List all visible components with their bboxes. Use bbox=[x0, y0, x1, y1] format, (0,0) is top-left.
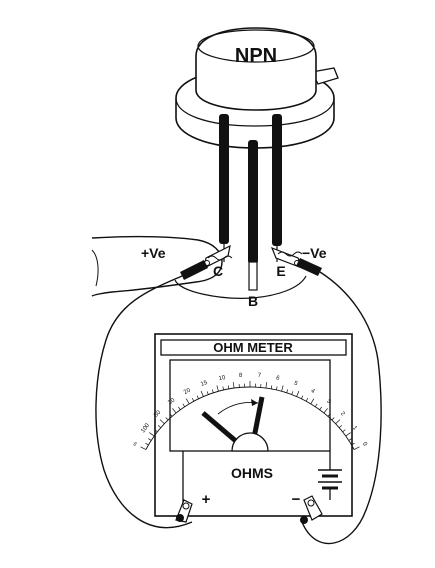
meter-scale-tick bbox=[148, 438, 152, 441]
transistor-leads bbox=[219, 114, 282, 291]
positive-clip bbox=[180, 244, 233, 280]
meter-scale-tick bbox=[310, 398, 315, 405]
meter-title-bar bbox=[160, 339, 347, 356]
meter-scale-tick bbox=[270, 385, 273, 389]
minus-terminal-label: − bbox=[292, 491, 301, 508]
meter-scale-tick bbox=[149, 432, 155, 437]
transistor-body: NPN bbox=[175, 27, 339, 149]
meter-scale-tick bbox=[286, 389, 289, 393]
minus-terminal bbox=[300, 495, 323, 524]
negative-clip-sleeve bbox=[296, 258, 322, 276]
meter-scale-mark: 3 bbox=[325, 399, 332, 406]
negative-probe-wire bbox=[301, 271, 382, 545]
meter-scale-tick bbox=[169, 413, 173, 417]
meter-scale-mark: 50 bbox=[153, 409, 162, 418]
positive-probe-wire bbox=[95, 275, 193, 529]
meter-scale-tick bbox=[182, 403, 186, 407]
meter-scale-tick bbox=[342, 429, 346, 433]
meter-scale-tick bbox=[296, 390, 300, 397]
meter-scale-tick bbox=[348, 438, 352, 441]
meter-scale-tick bbox=[191, 397, 195, 402]
meter-scale-tick bbox=[305, 397, 309, 402]
negative-clip bbox=[270, 246, 322, 276]
meter-scale bbox=[140, 381, 360, 450]
emitter-label: E bbox=[276, 263, 285, 279]
meter-scale-mark: 15 bbox=[200, 380, 209, 388]
positive-clip-sleeve bbox=[180, 260, 208, 280]
meter-scale-tick bbox=[291, 391, 294, 395]
meter-scale-tick bbox=[206, 391, 209, 395]
meter-scale-tick bbox=[323, 408, 328, 414]
meter-title: OHM METER bbox=[213, 340, 293, 355]
meter-scale-mark: 1 bbox=[351, 425, 358, 432]
meter-scale-tick bbox=[331, 417, 335, 421]
meter-scale-mark: 8 bbox=[239, 373, 243, 379]
plus-terminal bbox=[175, 499, 193, 523]
transistor-cap bbox=[195, 27, 317, 111]
meter-scale-tick bbox=[159, 419, 165, 425]
meter-unit-label: OHMS bbox=[231, 465, 273, 481]
meter-scale-tick bbox=[196, 395, 199, 399]
meter-scale-mark: 4 bbox=[310, 388, 316, 395]
positive-probe-label: +Ve bbox=[141, 245, 166, 261]
meter-scale-tick bbox=[172, 408, 177, 414]
negative-probe-label: −Ve bbox=[302, 245, 327, 261]
base-lead-tip bbox=[248, 261, 258, 291]
meter-scale-tick bbox=[338, 425, 343, 428]
meter-scale-tick bbox=[200, 390, 204, 397]
meter-scale-mark: 10 bbox=[218, 375, 226, 382]
meter-scale-mark: 2 bbox=[339, 411, 346, 418]
meter-scale-tick bbox=[335, 419, 341, 425]
meter-scale-mark: 20 bbox=[183, 387, 192, 396]
meter-scale-tick bbox=[216, 385, 219, 392]
meter-scale-tick bbox=[281, 385, 284, 392]
meter-scale-tick bbox=[301, 395, 304, 399]
meter-scale-tick bbox=[232, 382, 235, 389]
meter-scale-tick bbox=[211, 389, 214, 393]
collector-lead-sleeve bbox=[219, 114, 229, 244]
finger-icon bbox=[91, 236, 307, 299]
meter-scale-tick bbox=[227, 385, 230, 389]
meter-scale-tick bbox=[351, 442, 355, 446]
emitter-lead-sleeve bbox=[272, 114, 282, 246]
meter-scale-tick bbox=[276, 386, 278, 391]
base-label: B bbox=[248, 293, 258, 309]
meter-lower-panel bbox=[182, 451, 331, 506]
meter-scale-tick bbox=[154, 429, 158, 433]
base-lead-sleeve bbox=[248, 140, 258, 264]
meter-scale-tick bbox=[145, 442, 149, 446]
meter-scale-tick bbox=[178, 406, 181, 410]
meter-scale-tick bbox=[165, 417, 169, 421]
collector-label: C bbox=[213, 263, 223, 279]
meter-pivot bbox=[231, 432, 269, 452]
deflection-arrowhead bbox=[251, 399, 258, 406]
meter-scale-tick bbox=[222, 386, 224, 391]
meter-scale-tick bbox=[314, 403, 318, 407]
meter-scale-tick bbox=[327, 413, 331, 417]
plus-terminal-label: + bbox=[202, 491, 211, 508]
meter-scale-tick bbox=[319, 406, 322, 410]
meter-scale-mark: 5 bbox=[293, 381, 299, 388]
transistor-type-label: NPN bbox=[235, 45, 277, 67]
meter-scale-tick bbox=[157, 425, 162, 428]
meter-scale-tick bbox=[354, 446, 360, 450]
battery-icon bbox=[318, 469, 342, 500]
meter-scale-mark: 0 bbox=[361, 441, 368, 447]
meter-scale-tick bbox=[265, 382, 268, 389]
meter-scale-mark: 7 bbox=[257, 373, 261, 379]
meter-scale-mark: 100 bbox=[140, 422, 151, 434]
meter-scale-tick bbox=[140, 446, 146, 450]
meter-scale-arc bbox=[145, 386, 355, 450]
meter-scale-mark: 30 bbox=[167, 397, 176, 406]
meter-scale-tick bbox=[345, 432, 351, 437]
meter-scale-tick bbox=[185, 398, 190, 405]
meter-scale-mark: ∞ bbox=[132, 441, 139, 448]
hand-outline bbox=[91, 236, 223, 297]
meter-scale-mark: 6 bbox=[276, 375, 281, 382]
